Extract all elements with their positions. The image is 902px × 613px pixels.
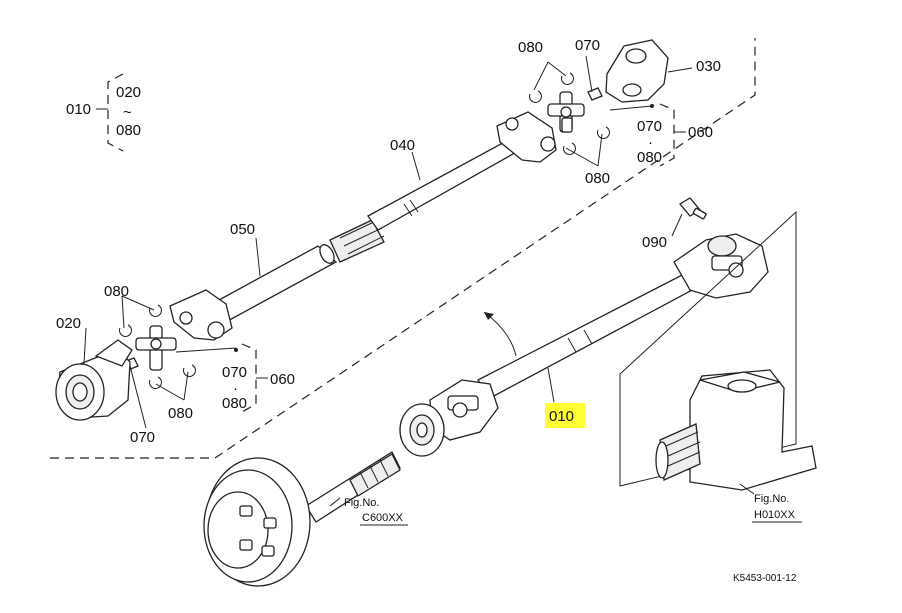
gearbox-reference-box [619,210,817,491]
range-bracket-010 [96,73,124,152]
callout-040: 040 [390,137,415,154]
yoke-030 [605,39,669,103]
callout-080-lower-range: 080 [222,395,247,412]
callout-070-upper-range: 070 [637,118,662,135]
callout-060-upper: 060 [688,124,713,141]
callout-080-top-left: 080 [518,39,543,56]
drawing-number: K5453-001-12 [733,573,797,584]
fig-ref-label-pulley: Fig.No. [344,497,379,509]
callout-070-lower-range: 070 [222,364,247,381]
callout-080-upper-range: 080 [637,149,662,166]
fig-ref-code-pulley: C600XX [362,512,404,524]
callout-020-range: 020 [116,84,141,101]
flange-yoke-020 [55,339,133,421]
range-dot-upper: · [648,134,653,151]
callout-080-lower-bottom: 080 [168,405,193,422]
callout-070-lower: 070 [130,429,155,446]
fig-ref-label-gearbox: Fig.No. [754,493,789,505]
callout-060-lower: 060 [270,371,295,388]
callout-050: 050 [230,221,255,238]
upper-cross-joint [529,72,610,155]
fig-ref-code-gearbox: H010XX [754,509,796,521]
callout-020: 020 [56,315,81,332]
callout-030: 030 [696,58,721,75]
callout-highlight [545,403,585,428]
callout-010-main: 010 [549,408,574,425]
callout-090: 090 [642,234,667,251]
pulley-assembly [203,451,401,587]
exploded-view-boundary [50,38,756,459]
callout-010-range: 010 [66,101,91,118]
range-tilde: ~ [123,104,132,121]
drive-shaft-assembly-010 [399,197,769,457]
callout-080-upper-bottom: 080 [585,170,610,187]
leader-lines [83,55,755,507]
callout-080-range: 080 [116,122,141,139]
callout-080-lower-top: 080 [104,283,129,300]
range-dot-lower: · [233,380,238,397]
callout-070-top: 070 [575,37,600,54]
telescopic-shaft-040-050 [169,111,557,341]
